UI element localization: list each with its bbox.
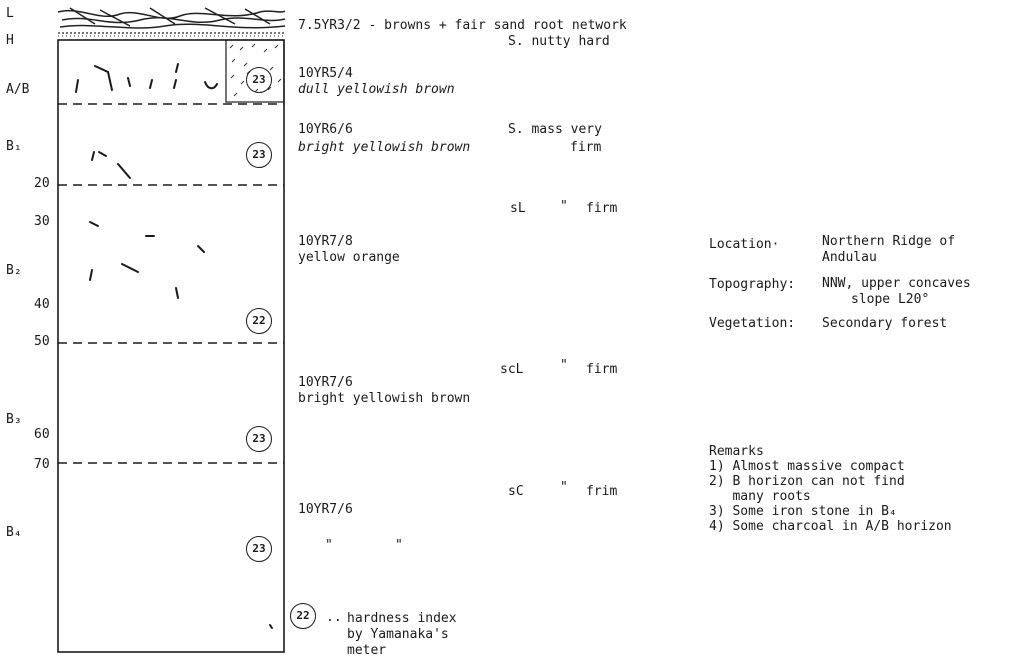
hardness-circle: 23	[246, 67, 272, 93]
b4-consistency: frim	[586, 484, 617, 499]
topography-value-2: slope L20°	[851, 292, 929, 307]
b2-ditto: "	[560, 199, 568, 214]
b2-color-code: 10YR7/8	[298, 234, 353, 249]
remark-item: 4) Some charcoal in A/B horizon	[709, 519, 952, 534]
b3-color-code: 10YR7/6	[298, 375, 353, 390]
location-value-2: Andulau	[822, 250, 877, 265]
ab-color-name: dull yellowish brown	[298, 82, 455, 97]
topography-value-1: NNW, upper concaves	[822, 276, 971, 291]
hardness-circle: 22	[246, 308, 272, 334]
b1-color-name: bright yellowish brown	[298, 140, 470, 155]
b4-ditto-color: "	[325, 538, 333, 553]
legend-dots: ..	[326, 610, 342, 625]
hardness-circle: 23	[246, 536, 272, 562]
vegetation-value: Secondary forest	[822, 316, 947, 331]
b1-color-code: 10YR6/6	[298, 122, 353, 137]
vegetation-label: Vegetation:	[709, 316, 795, 331]
remark-item: many roots	[709, 489, 811, 504]
legend-line-2: by Yamanaka's	[347, 627, 449, 642]
horizon-label-b4: B₄	[6, 525, 22, 540]
b3-texture: scL	[500, 362, 523, 377]
legend-line-3: meter	[347, 643, 386, 658]
location-label: Location·	[709, 237, 779, 252]
b4-texture: sC	[508, 484, 524, 499]
root-marks	[76, 64, 272, 628]
location-value-1: Northern Ridge of	[822, 234, 955, 249]
depth-label: 40	[34, 297, 50, 312]
hardness-circle: 23	[246, 426, 272, 452]
b3-color-name: bright yellowish brown	[298, 391, 470, 406]
horizon-label-b2: B₂	[6, 263, 22, 278]
horizon-label-b1: B₁	[6, 139, 22, 154]
b2-color-name: yellow orange	[298, 250, 400, 265]
depth-label: 70	[34, 457, 50, 472]
b4-ditto: "	[560, 480, 568, 495]
legend-line-1: hardness index	[347, 611, 457, 626]
ab-color-code: 10YR5/4	[298, 66, 353, 81]
horizon-label-h: H	[6, 33, 14, 48]
topography-label: Topography:	[709, 277, 795, 292]
litter-layer	[58, 8, 285, 28]
b3-consistency: firm	[586, 362, 617, 377]
top-description: 7.5YR3/2 - browns + fair sand root netwo…	[298, 18, 627, 33]
remark-item: 1) Almost massive compact	[709, 459, 905, 474]
hardness-circle-legend: 22	[290, 603, 316, 629]
b2-texture: sL	[510, 201, 526, 216]
profile-box	[58, 40, 284, 652]
b4-ditto-name: "	[395, 538, 403, 553]
b1-consistency: firm	[570, 140, 601, 155]
remark-item: 3) Some iron stone in B₄	[709, 504, 897, 519]
depth-label: 30	[34, 214, 50, 229]
depth-label: 20	[34, 176, 50, 191]
horizon-label-l: L	[6, 6, 14, 21]
horizon-label-ab: A/B	[6, 82, 29, 97]
depth-label: 60	[34, 427, 50, 442]
b1-structure: S. mass very	[508, 122, 602, 137]
b2-consistency: firm	[586, 201, 617, 216]
horizon-label-b3: B₃	[6, 412, 22, 427]
remarks-title: Remarks	[709, 444, 764, 459]
top-structure: S. nutty hard	[508, 34, 610, 49]
depth-label: 50	[34, 334, 50, 349]
remark-item: 2) B horizon can not find	[709, 474, 905, 489]
b3-ditto: "	[560, 358, 568, 373]
hardness-circle: 23	[246, 142, 272, 168]
b4-color-code: 10YR7/6	[298, 502, 353, 517]
